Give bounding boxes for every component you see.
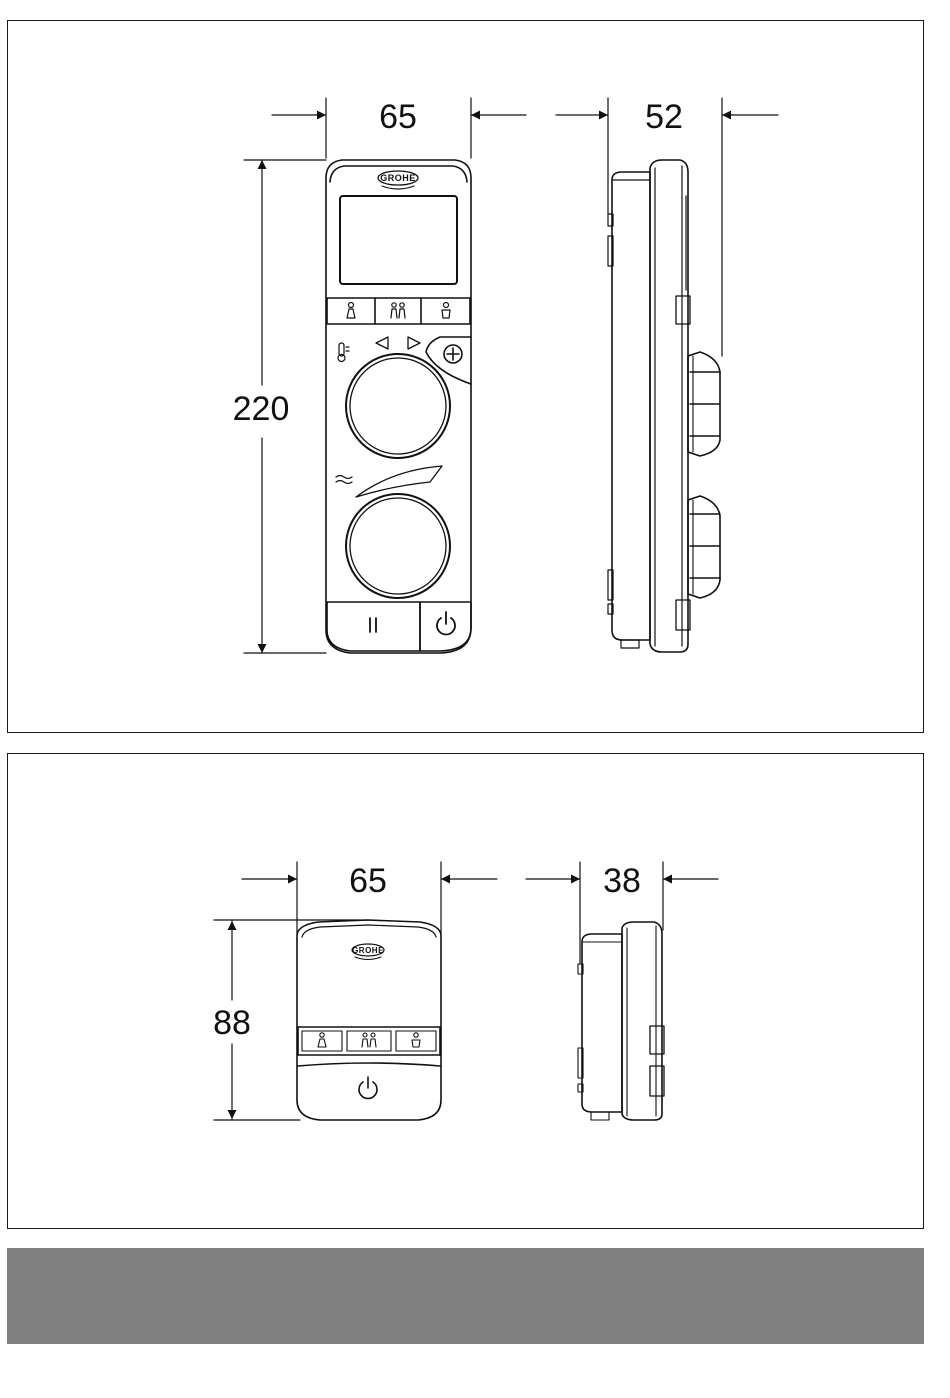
dimension-depth-top-side	[556, 98, 778, 356]
side-remote-small	[578, 922, 664, 1120]
plus-icon	[444, 345, 462, 363]
persons-pair-icon	[362, 1033, 376, 1047]
side-remote-large	[608, 160, 720, 652]
front-remote-large: GROHE	[326, 160, 471, 653]
brand-logo: GROHE	[352, 944, 384, 960]
front-remote-small: GROHE	[297, 920, 441, 1120]
dim-label-width: 65	[379, 98, 417, 136]
temperature-dial[interactable]	[346, 354, 450, 458]
person-seated-icon	[442, 303, 450, 319]
dim-label-depth: 52	[645, 98, 683, 136]
brand-logo: GROHE	[378, 171, 418, 189]
dim-label-height: 88	[213, 1004, 251, 1042]
side-flow-knob	[688, 496, 720, 598]
flow-level-indicator	[356, 466, 442, 497]
person-seated-icon	[412, 1033, 420, 1047]
arrow-left-icon[interactable]	[376, 337, 388, 349]
person-single-icon	[318, 1033, 326, 1047]
persons-pair-icon	[391, 303, 405, 318]
power-button[interactable]	[420, 602, 471, 651]
flow-dial[interactable]	[346, 494, 450, 598]
dim-label-depth: 38	[603, 862, 641, 900]
svg-text:GROHE: GROHE	[380, 173, 416, 183]
person-single-icon	[347, 303, 355, 319]
pause-icon	[370, 618, 376, 632]
power-button[interactable]	[298, 1063, 440, 1098]
svg-text:GROHE: GROHE	[352, 946, 384, 955]
preset-buttons-row[interactable]	[327, 298, 470, 324]
power-icon	[437, 612, 455, 634]
power-icon	[359, 1077, 377, 1098]
dim-label-width: 65	[349, 862, 387, 900]
water-flow-icon	[336, 476, 352, 484]
arrow-right-icon[interactable]	[408, 337, 420, 349]
pause-button[interactable]	[327, 602, 420, 651]
plus-button[interactable]	[426, 337, 471, 384]
side-temperature-knob	[688, 352, 720, 456]
preset-buttons-row[interactable]	[298, 1027, 440, 1055]
thermometer-icon	[338, 343, 349, 362]
dim-label-height: 220	[233, 390, 290, 428]
display-screen	[340, 196, 457, 284]
